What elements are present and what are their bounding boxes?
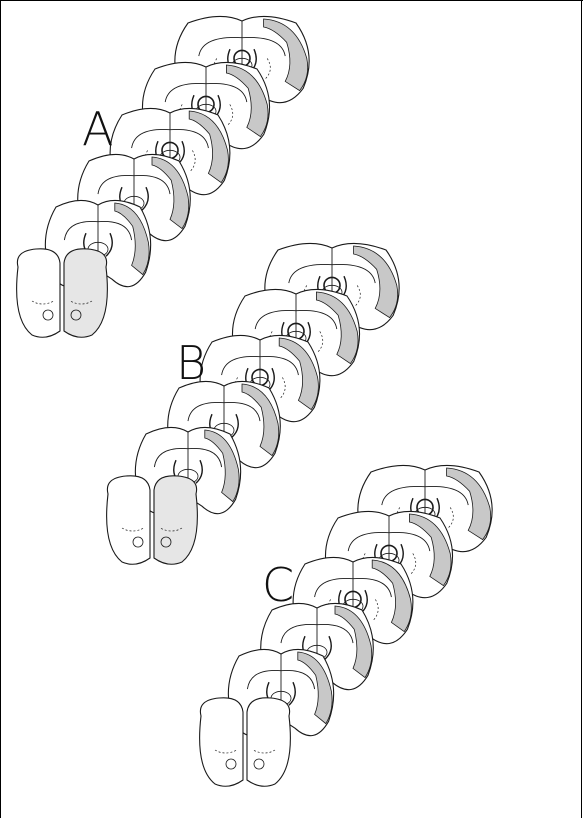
panel-label-c: C xyxy=(262,562,294,608)
panel-label-b: B xyxy=(176,340,206,386)
panel-label-a: A xyxy=(82,106,113,152)
